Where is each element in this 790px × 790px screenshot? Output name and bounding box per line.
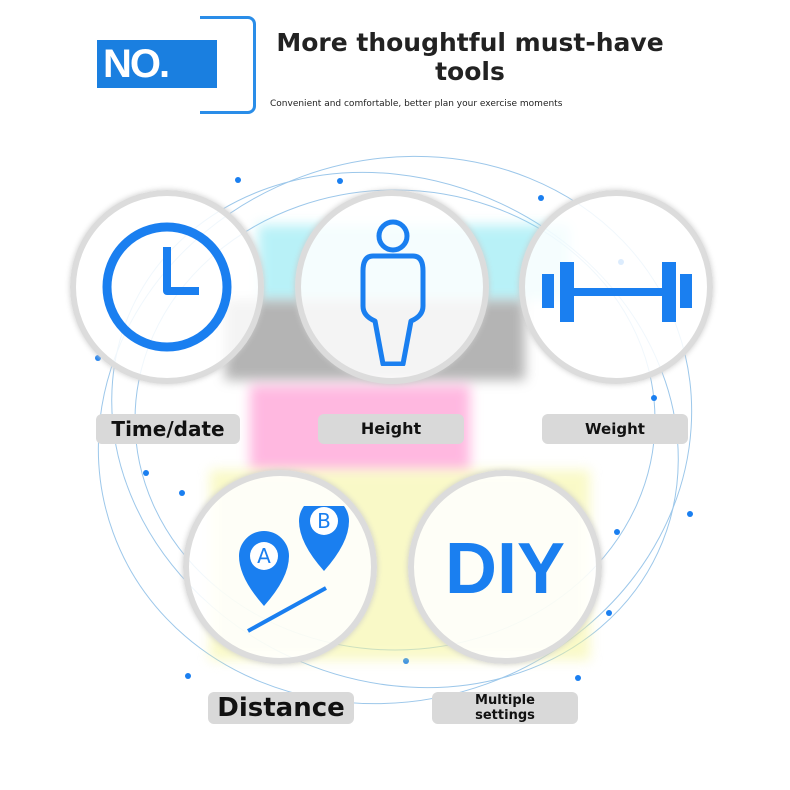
- label-distance: Distance: [208, 692, 354, 724]
- label-time-date: Time/date: [96, 414, 240, 444]
- logo-no: NO.: [97, 40, 217, 88]
- label-height: Height: [318, 414, 464, 444]
- dumbbell-icon: [542, 262, 692, 322]
- label-weight: Weight: [542, 414, 688, 444]
- logo-number-three: [200, 16, 256, 114]
- feature-weight: [519, 190, 713, 384]
- map-pins-icon: A B: [239, 506, 349, 633]
- diy-icon: DIY: [444, 529, 566, 609]
- clock-icon: [102, 222, 232, 352]
- feature-time-date: [70, 190, 264, 384]
- person-icon: [360, 219, 426, 366]
- feature-distance: A B: [183, 470, 377, 664]
- feature-diy: DIY: [408, 470, 602, 664]
- svg-text:A: A: [257, 544, 271, 568]
- page-title: More thoughtful must-have tools: [276, 28, 664, 86]
- svg-text:B: B: [317, 509, 331, 533]
- label-multiple-settings: Multiple settings: [432, 692, 578, 724]
- feature-height: [295, 190, 489, 384]
- subtitle: Convenient and comfortable, better plan …: [270, 99, 563, 109]
